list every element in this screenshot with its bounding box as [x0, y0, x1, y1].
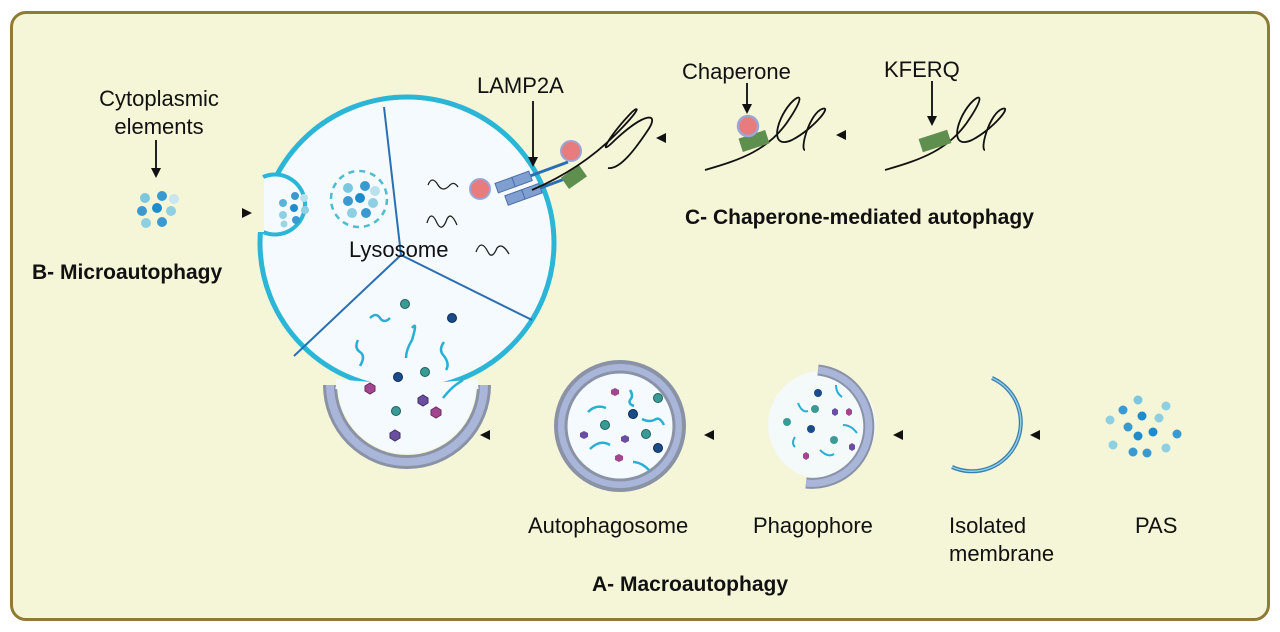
- section-title-micro: B- Microautophagy: [32, 261, 222, 284]
- kferq-motif: [560, 164, 588, 190]
- vesicle: [329, 169, 389, 229]
- vesicle-contents: [343, 181, 380, 218]
- chaperone-inside: [469, 178, 491, 200]
- label-chaperone: Chaperone: [682, 59, 791, 84]
- label-autophagosome: Autophagosome: [528, 513, 688, 538]
- label-membrane: membrane: [949, 541, 1054, 566]
- section-title-cma: C- Chaperone-mediated autophagy: [685, 206, 1034, 229]
- unfolded-protein: [427, 179, 459, 190]
- label-lysosome: Lysosome: [349, 237, 448, 262]
- label-pas: PAS: [1135, 513, 1177, 538]
- lysosome: [254, 94, 653, 469]
- chaperone-bound-substrate: [704, 96, 827, 171]
- kferq-substrate: [884, 96, 1007, 171]
- unfolded-protein: [475, 244, 510, 256]
- label-kferq: KFERQ: [884, 57, 960, 82]
- cytoplasmic-elements-cluster: [137, 191, 179, 228]
- label-elements: elements: [114, 114, 203, 139]
- lysosome-divider: [400, 254, 533, 321]
- label-lamp2a: LAMP2A: [477, 73, 564, 98]
- diagram-panel: [10, 11, 1270, 621]
- label-phagophore: Phagophore: [753, 513, 873, 538]
- label-cytoplasmic: Cytoplasmic: [99, 86, 219, 111]
- chaperone-outside: [560, 140, 582, 162]
- label-isolated: Isolated: [949, 513, 1026, 538]
- unfolded-protein: [426, 215, 458, 228]
- phagophore: [768, 364, 876, 489]
- lysosome-divider: [383, 106, 402, 256]
- engulfed-elements: [279, 192, 309, 228]
- degraded-cargo: [355, 299, 464, 442]
- lysosome-divider: [293, 254, 402, 357]
- section-title-macro: A- Macroautophagy: [592, 573, 788, 596]
- substrate-protein: [531, 108, 653, 191]
- autophagosome: [554, 360, 686, 492]
- pas-cluster: [1105, 395, 1182, 458]
